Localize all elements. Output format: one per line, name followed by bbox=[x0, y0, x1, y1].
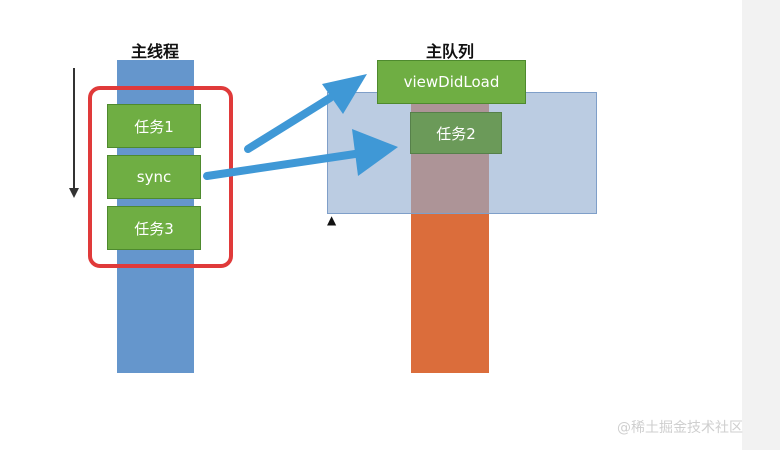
sync-block: sync bbox=[107, 155, 201, 199]
sync-highlight-box bbox=[88, 86, 233, 268]
task-1-block: 任务1 bbox=[107, 104, 201, 148]
mouse-pointer-icon: ▲ bbox=[327, 213, 337, 227]
view-did-load-block: viewDidLoad bbox=[377, 60, 526, 104]
down-arrow-icon bbox=[73, 68, 75, 190]
task-2-block: 任务2 bbox=[410, 112, 502, 154]
main-thread-title: 主线程 bbox=[130, 42, 179, 61]
task-3-block: 任务3 bbox=[107, 206, 201, 250]
main-queue-title: 主队列 bbox=[425, 42, 474, 61]
right-edge-strip bbox=[742, 0, 780, 450]
watermark: @稀土掘金技术社区 bbox=[617, 420, 743, 436]
down-arrow-head-icon bbox=[69, 188, 79, 198]
